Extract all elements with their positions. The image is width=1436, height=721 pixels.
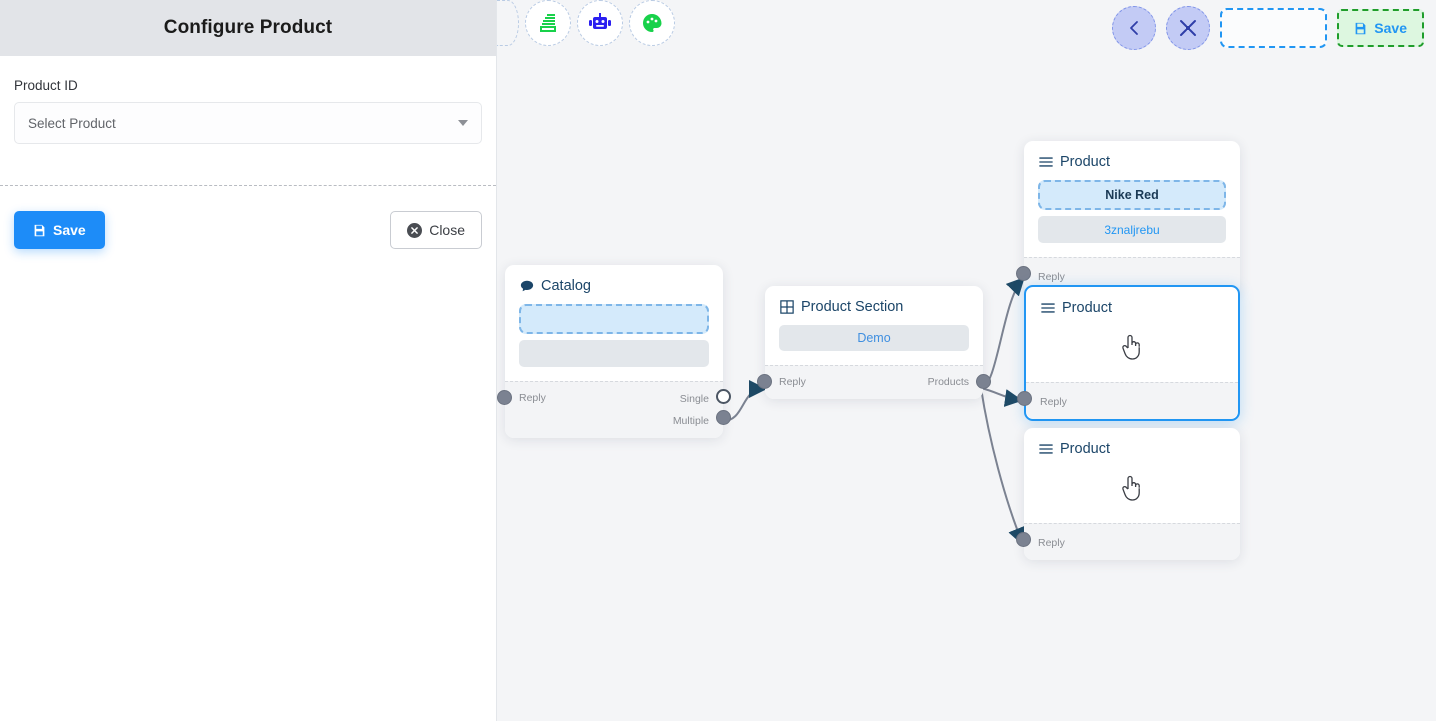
product-select-value: Select Product — [28, 115, 116, 131]
catalog-slot-gray[interactable] — [519, 340, 709, 367]
catalog-slot-dashed[interactable] — [519, 304, 709, 334]
node-product-2-title: Product — [1062, 300, 1112, 316]
collapse-icon — [1180, 20, 1197, 36]
catalog-port-multiple-label: Multiple — [672, 414, 709, 427]
product-2-port-reply-label: Reply — [1040, 396, 1067, 408]
panel-divider — [0, 185, 496, 186]
product-3-port-reply-label: Reply — [1038, 537, 1065, 549]
node-catalog-footer: Reply Single Multiple — [497, 381, 731, 438]
arrow-left-icon — [1130, 21, 1139, 35]
panel-header: Configure Product — [0, 0, 496, 56]
catalog-port-single-label: Single — [679, 392, 709, 405]
bot-icon — [589, 13, 611, 29]
product-3-port-reply[interactable] — [1016, 532, 1031, 547]
product-section-slot-demo[interactable]: Demo — [779, 325, 969, 351]
toolbar-empty-slot[interactable] — [1220, 8, 1328, 48]
node-product-3-footer: Reply — [1016, 523, 1240, 560]
product-1-port-reply-label: Reply — [1038, 271, 1065, 283]
hand-pointer-icon — [1122, 334, 1140, 360]
node-product-3-title: Product — [1060, 441, 1110, 457]
node-product-section-title: Product Section — [801, 299, 904, 315]
catalog-port-reply-label: Reply — [519, 392, 546, 404]
close-button[interactable]: Close — [390, 211, 482, 249]
product-id-label: Product ID — [14, 78, 78, 93]
chevron-down-icon — [458, 120, 468, 126]
panel-actions: Save Close — [0, 200, 496, 260]
configure-product-panel: Configure Product Product ID Select Prod… — [0, 0, 497, 721]
node-product-3-header: Product — [1024, 428, 1240, 461]
bot-tool-button[interactable] — [577, 0, 623, 46]
node-product-2[interactable]: Product Reply — [1017, 285, 1240, 421]
node-product-3-body — [1024, 461, 1240, 523]
list-icon — [1039, 157, 1053, 167]
palette-tool-button[interactable] — [629, 0, 675, 46]
node-product-3[interactable]: Product Reply — [1016, 428, 1240, 560]
canvas-save-button[interactable]: Save — [1337, 9, 1424, 47]
catalog-port-single[interactable] — [716, 389, 731, 404]
save-button-label: Save — [53, 222, 86, 238]
stack-icon — [540, 14, 556, 32]
product-section-port-products[interactable] — [976, 374, 991, 389]
node-product-2-body — [1026, 320, 1238, 382]
save-icon — [1355, 22, 1366, 34]
product-select[interactable]: Select Product — [14, 102, 482, 144]
node-product-2-header: Product — [1026, 287, 1238, 320]
close-button-label: Close — [429, 222, 465, 238]
node-product-section-body: Demo — [765, 319, 983, 365]
node-product-1-header: Product — [1024, 141, 1240, 174]
catalog-port-multiple[interactable] — [716, 410, 731, 425]
product-section-port-reply-label: Reply — [779, 376, 806, 388]
node-catalog-title: Catalog — [541, 278, 591, 294]
canvas-save-label: Save — [1374, 20, 1407, 36]
palette-icon — [642, 14, 662, 32]
node-catalog[interactable]: Catalog Reply Single Multiple — [497, 265, 731, 438]
product-1-slot-gray[interactable]: 3znaljrebu — [1038, 216, 1226, 243]
list-icon — [1039, 444, 1053, 454]
node-product-1-title: Product — [1060, 154, 1110, 170]
page-title: Configure Product — [163, 17, 333, 38]
list-icon — [1041, 303, 1055, 313]
product-section-port-products-label: Products — [927, 376, 969, 388]
save-button[interactable]: Save — [14, 211, 105, 249]
node-product-1[interactable]: Product Nike Red 3znaljrebu Reply — [1016, 141, 1240, 294]
chat-bubble-icon — [520, 280, 534, 292]
node-product-1-body: Nike Red 3znaljrebu — [1024, 174, 1240, 257]
save-icon — [34, 224, 45, 236]
product-1-slot-dashed[interactable]: Nike Red — [1038, 180, 1226, 210]
toolbar-overflow-slot[interactable] — [497, 0, 519, 46]
canvas-toolbar-right: Save — [1112, 6, 1424, 50]
hand-pointer-icon — [1122, 475, 1140, 501]
product-2-port-reply[interactable] — [1017, 391, 1032, 406]
close-icon — [407, 222, 423, 238]
flow-canvas[interactable]: Save Catalog Reply Single — [497, 0, 1436, 721]
node-product-2-footer: Reply — [1017, 382, 1238, 419]
back-button[interactable] — [1112, 6, 1157, 50]
collapse-button[interactable] — [1166, 6, 1211, 50]
panel-body: Product ID Select Product — [0, 56, 496, 144]
catalog-port-reply[interactable] — [497, 390, 512, 405]
canvas-toolbar-left — [497, 0, 675, 46]
grid-icon — [780, 300, 794, 314]
node-product-section[interactable]: Product Section Demo Reply Products — [757, 286, 991, 399]
node-catalog-body — [505, 298, 723, 381]
product-section-port-reply[interactable] — [757, 374, 772, 389]
node-product-section-footer: Reply Products — [757, 365, 991, 399]
node-product-section-header: Product Section — [765, 286, 983, 319]
stack-tool-button[interactable] — [525, 0, 571, 46]
node-catalog-header: Catalog — [505, 265, 723, 298]
product-1-port-reply[interactable] — [1016, 266, 1031, 281]
